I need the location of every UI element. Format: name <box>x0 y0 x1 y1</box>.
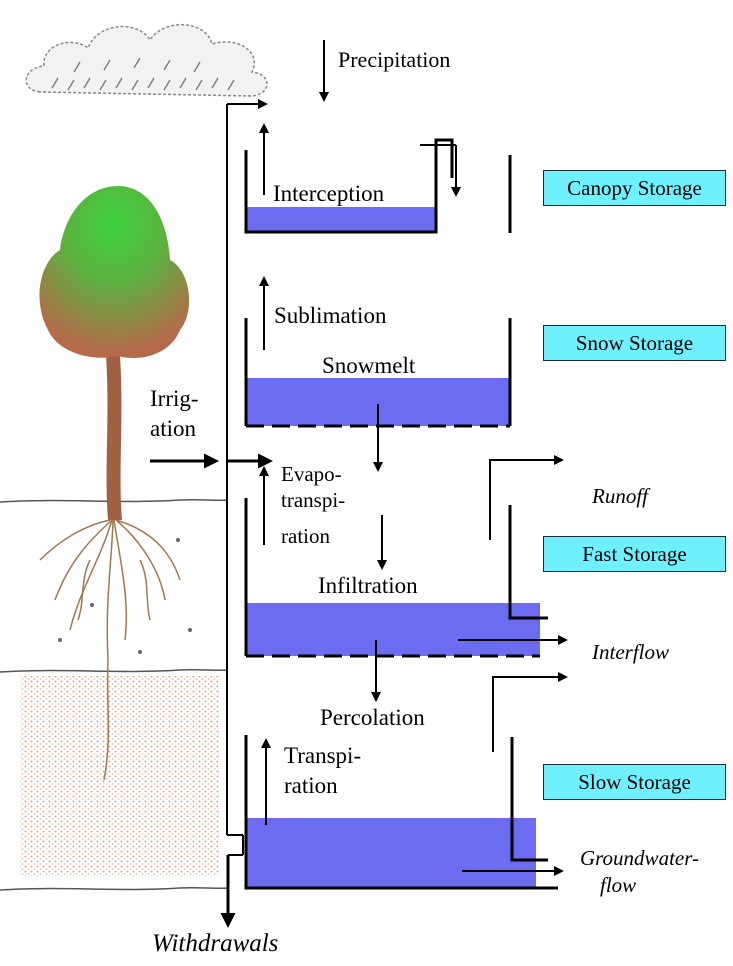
precipitation-label: Precipitation <box>338 46 450 73</box>
evapotranspiration-label-1: Evapo- <box>281 462 342 486</box>
withdrawals-label: Withdrawals <box>152 930 278 957</box>
transpiration-label-1: Transpi- <box>284 742 361 769</box>
sublimation-label: Sublimation <box>274 302 386 329</box>
evapotranspiration-label-2: transpi- <box>281 488 345 512</box>
evapotranspiration-label-3: ration <box>281 524 330 548</box>
interception-label: Interception <box>273 180 384 207</box>
soil-layers <box>0 500 228 890</box>
runoff-label: Runoff <box>592 483 648 510</box>
percolation-label: Percolation <box>320 704 425 731</box>
canopy-bucket <box>246 125 510 233</box>
irrigation-label-1: Irrig- <box>150 385 199 412</box>
groundwater-label-1: Groundwater- <box>580 845 699 872</box>
groundwater-label-2: flow <box>600 872 636 899</box>
canopy-storage-box: Canopy Storage <box>543 170 726 206</box>
transpiration-label-2: ration <box>284 772 338 799</box>
irrigation-label-2: ation <box>150 415 196 442</box>
fast-storage-box: Fast Storage <box>543 536 726 572</box>
interflow-label: Interflow <box>592 639 669 666</box>
cloud-icon <box>26 25 267 96</box>
infiltration-label: Infiltration <box>318 572 418 599</box>
snow-storage-box: Snow Storage <box>543 325 726 361</box>
withdrawals-arrow <box>228 835 243 925</box>
slow-storage-box: Slow Storage <box>543 764 726 800</box>
snowmelt-label: Snowmelt <box>322 352 415 379</box>
